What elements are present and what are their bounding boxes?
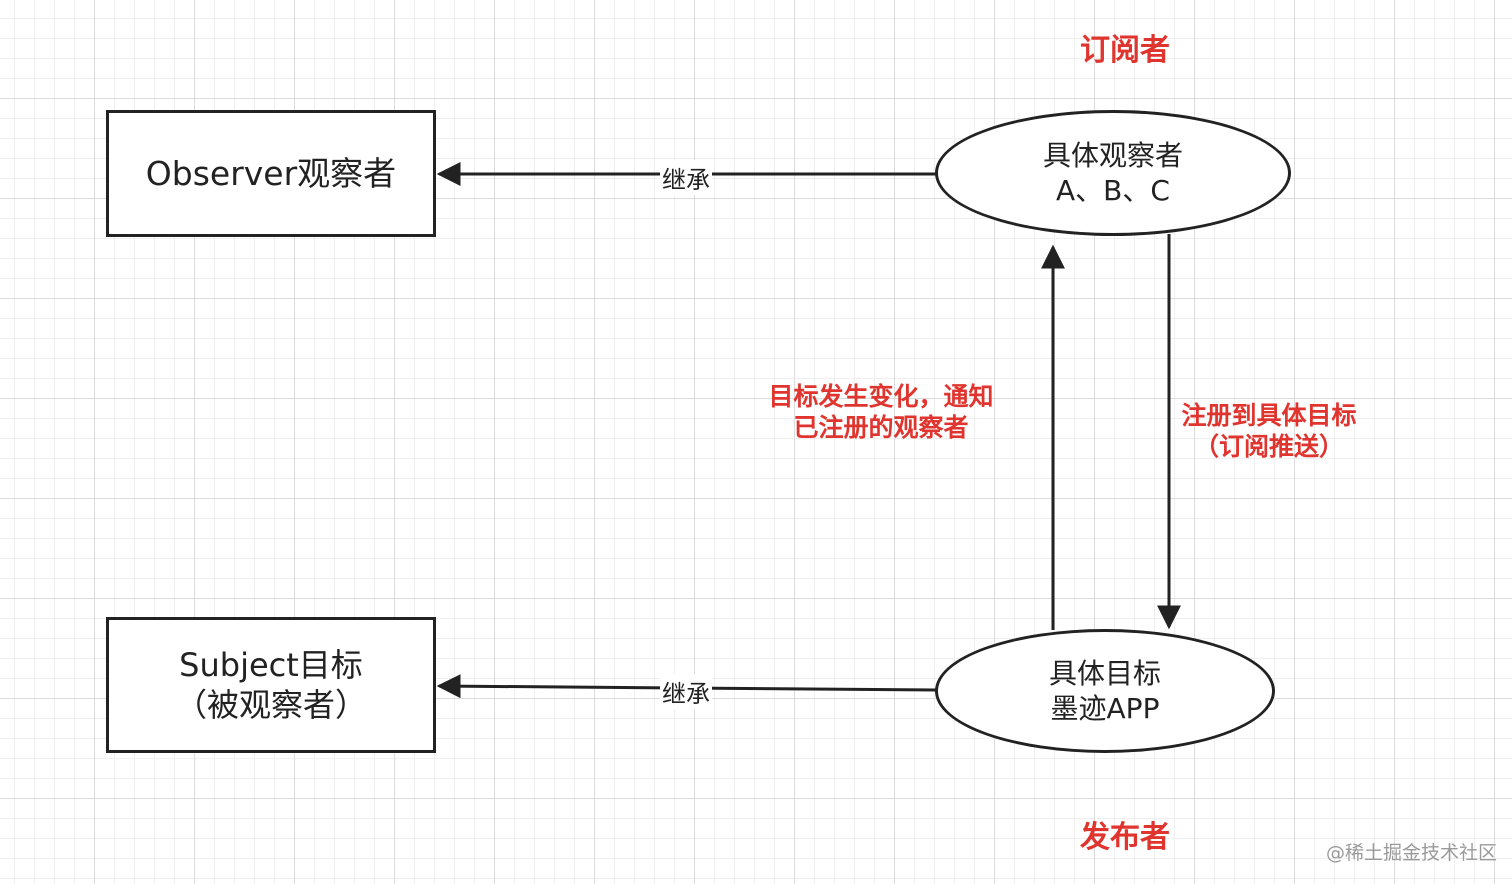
subject-box: Subject目标 （被观察者） — [106, 617, 436, 753]
notify-line-2: 已注册的观察者 — [793, 413, 969, 443]
subscriber-label: 订阅者 — [1080, 33, 1170, 68]
watermark: @稀土掘金技术社区 — [1326, 842, 1498, 864]
observer-box: Observer观察者 — [106, 110, 436, 237]
publisher-label: 发布者 — [1080, 820, 1170, 855]
subject-sublabel: （被观察者） — [174, 686, 367, 724]
concrete-subject-sublabel: 墨迹APP — [1050, 692, 1160, 725]
register-line-2: （订阅推送） — [1193, 432, 1344, 462]
register-line-1: 注册到具体目标 — [1181, 401, 1357, 430]
concrete-subject-ellipse: 具体目标 墨迹APP — [935, 629, 1275, 753]
concrete-subject-label: 具体目标 — [1048, 657, 1161, 690]
notify-annotation: 目标发生变化，通知 已注册的观察者 — [752, 381, 1010, 444]
notify-line-1: 目标发生变化，通知 — [768, 382, 994, 411]
register-annotation: 注册到具体目标 （订阅推送） — [1166, 400, 1372, 463]
inherit-bottom-label: 继承 — [660, 674, 712, 709]
concrete-observer-sublabel: A、B、C — [1056, 174, 1170, 207]
inherit-top-label: 继承 — [660, 160, 712, 195]
observer-label: Observer观察者 — [145, 153, 397, 193]
concrete-observer-ellipse: 具体观察者 A、B、C — [935, 110, 1291, 236]
subject-label: Subject目标 — [179, 646, 363, 684]
concrete-observer-label: 具体观察者 — [1042, 139, 1183, 172]
